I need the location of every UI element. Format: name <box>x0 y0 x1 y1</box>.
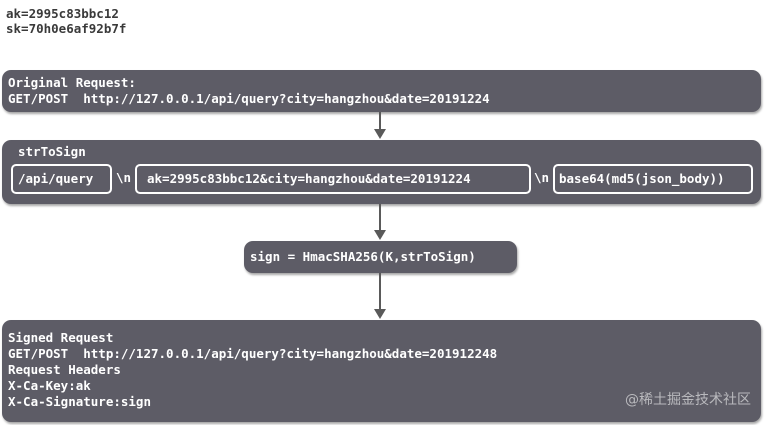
signed-request-box: Signed Request GET/POST http://127.0.0.1… <box>2 320 761 422</box>
original-request-line: GET/POST http://127.0.0.1/api/query?city… <box>8 91 490 106</box>
sk-label: sk=70h0e6af92b7f <box>6 21 127 36</box>
header-signature-line: X-Ca-Signature:sign <box>8 394 151 409</box>
credentials-block: ak=2995c83bbc12 sk=70h0e6af92b7f <box>6 6 126 36</box>
flow-arrow-down <box>374 112 386 139</box>
sign-formula: sign = HmacSHA256(K,strToSign) <box>250 249 476 264</box>
str-to-sign-query-segment: ak=2995c83bbc12&city=hangzhou&date=20191… <box>135 164 531 194</box>
original-request-box: Original Request: GET/POST http://127.0.… <box>2 70 761 112</box>
header-key-line: X-Ca-Key:ak <box>8 378 91 393</box>
newline-separator: \n <box>534 170 550 185</box>
watermark: @稀土掘金技术社区 <box>625 392 751 408</box>
str-to-sign-box: strToSign /api/query \n ak=2995c83bbc12&… <box>2 140 761 204</box>
ak-label: ak=2995c83bbc12 <box>6 6 119 21</box>
str-to-sign-body-segment: base64(md5(json_body)) <box>553 164 753 194</box>
sign-formula-box: sign = HmacSHA256(K,strToSign) <box>244 241 517 273</box>
signed-request-line: GET/POST http://127.0.0.1/api/query?city… <box>8 346 498 361</box>
str-to-sign-title: strToSign <box>18 144 86 159</box>
flow-arrow-down <box>374 273 386 319</box>
signed-request-title: Signed Request <box>8 330 114 345</box>
original-request-title: Original Request: <box>8 75 136 90</box>
newline-separator: \n <box>116 170 132 185</box>
flow-arrow-down <box>374 204 386 240</box>
request-headers-title: Request Headers <box>8 362 121 377</box>
str-to-sign-path-segment: /api/query <box>11 164 112 194</box>
